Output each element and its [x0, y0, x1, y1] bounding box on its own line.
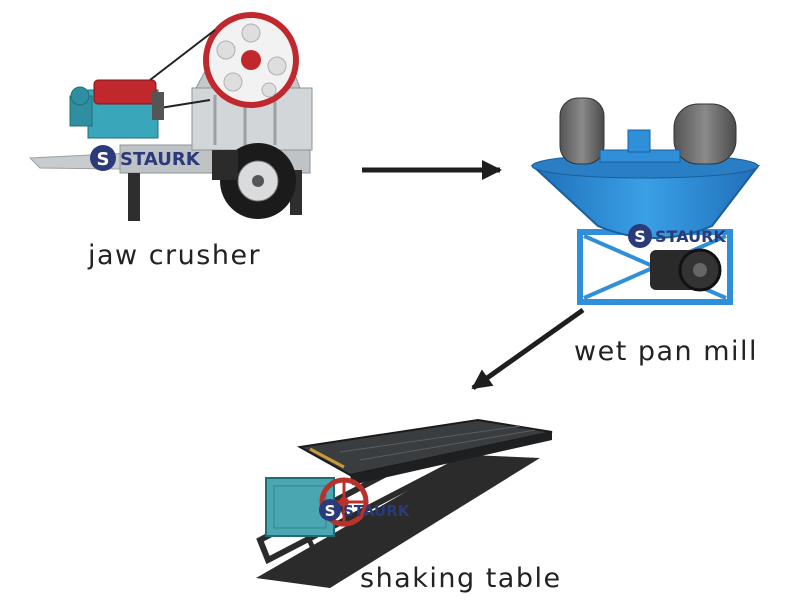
watermark-letter: S [97, 149, 110, 170]
diesel-engine-tank [93, 79, 157, 105]
step-label-shaking-table: shaking table [360, 563, 562, 594]
step-label-wet-pan-mill: wet pan mill [574, 336, 759, 367]
drive-belt [149, 29, 216, 81]
flow-arrow-pan-to-table [471, 307, 585, 391]
watermark-letter: S [325, 502, 336, 520]
table-base-frame [256, 455, 540, 588]
step-label-jaw-crusher: jaw crusher [88, 240, 262, 271]
grinding-stone-right [673, 103, 737, 165]
trailer-wheel [220, 143, 296, 219]
watermark-logo: S STAURK [319, 499, 411, 521]
watermark-letter: S [634, 227, 646, 246]
watermark-text: STAURK [655, 227, 726, 246]
grinding-stone-left [559, 97, 605, 165]
watermark-logo: S STAURK [90, 145, 201, 171]
watermark-logo: S STAURK [628, 224, 726, 248]
jaw-crusher-machine: S STAURK [28, 12, 313, 221]
mill-pan [530, 165, 761, 239]
wet-pan-mill-machine: S STAURK [530, 97, 761, 305]
watermark-text: STAURK [343, 502, 411, 520]
support-leg [128, 173, 140, 221]
watermark-text: STAURK [120, 149, 201, 170]
shaking-table-machine: S STAURK [256, 418, 553, 588]
